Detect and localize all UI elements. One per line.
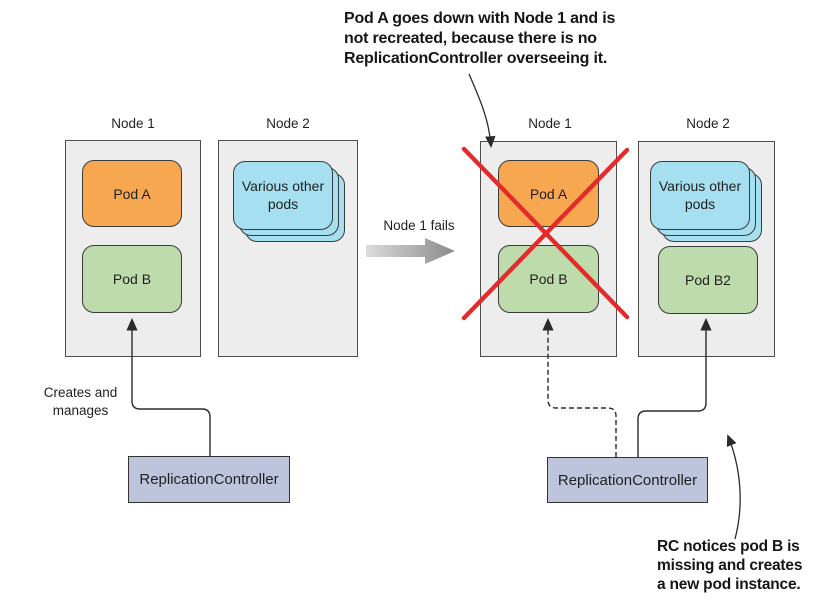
annotation-pod-a-lost: Pod A goes down with Node 1 and is not r… [344,9,615,69]
annotation-line: a new pod instance. [657,576,801,593]
node2-before-label: Node 2 [266,116,310,131]
pod-a-after: Pod A [498,160,599,227]
node1-before-label: Node 1 [111,116,155,131]
various-pods-after: Various other pods [650,161,750,230]
annotation-line: ReplicationController overseeing it. [344,50,608,67]
node1-after-label: Node 1 [528,116,572,131]
annotation-line: Pod A goes down with Node 1 and is [344,10,616,27]
annotation-arrow-bottom [726,434,741,540]
replication-controller-after: ReplicationController [547,457,708,503]
node1-before-box: Pod A Pod B [65,140,201,357]
replication-controller-before: ReplicationController [128,456,290,503]
pod-b-after: Pod B [498,245,599,313]
annotation-line: RC notices pod B is [657,538,800,555]
node2-after-box: Various other pods Pod B2 [638,141,775,357]
pod-b-before: Pod B [82,245,182,313]
annotation-arrow-top [468,73,496,148]
various-pods-before: Various other pods [233,161,333,230]
annotation-rc-notices: RC notices pod B is missing and creates … [657,537,802,594]
node2-before-box: Various other pods [218,140,358,357]
creates-manages-label: Creates and manages [18,384,143,420]
node1-fails-label: Node 1 fails [383,218,455,233]
node2-after-label: Node 2 [686,116,730,131]
annotation-line: not recreated, because there is no [344,30,597,47]
pod-b2: Pod B2 [658,246,758,314]
creates-manages-line: Creates and [43,385,118,400]
node1-after-box: Pod A Pod B [480,141,617,357]
node1-fails-arrow [366,238,455,264]
annotation-line: missing and creates [657,557,803,574]
creates-manages-line: manages [52,403,109,418]
pod-a-before: Pod A [82,160,182,227]
